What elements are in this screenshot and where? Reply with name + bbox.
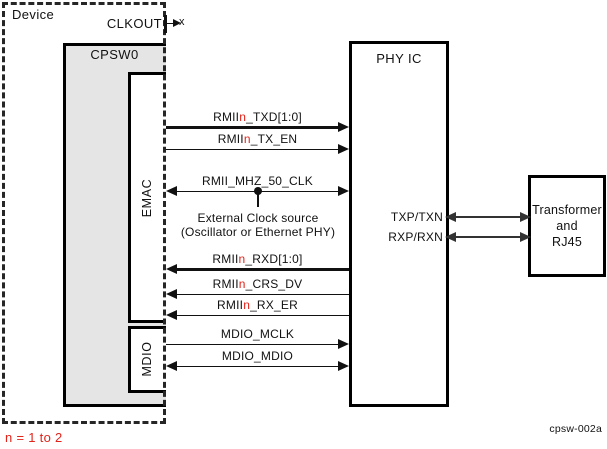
external-clock-note-line1: External Clock source bbox=[197, 211, 319, 225]
phy-ic-label: PHY IC bbox=[376, 51, 422, 66]
figure-id: cpsw-002a bbox=[549, 423, 602, 435]
emac-block-label: EMAC bbox=[140, 178, 154, 218]
transformer-line3: RJ45 bbox=[552, 235, 582, 249]
signal-index-accent: n bbox=[238, 277, 246, 291]
arrowhead-right-icon-rmii-mhz-50-clk bbox=[338, 186, 349, 196]
emac-block bbox=[128, 72, 166, 323]
link-line-rxp-rxn bbox=[448, 236, 528, 238]
device-boundary bbox=[2, 2, 166, 424]
link-line-txp-txn bbox=[448, 216, 528, 218]
link-arrowhead-left-icon-txp-txn bbox=[445, 212, 456, 222]
signal-label-rmii-mhz-50-clk: RMII_MHZ_50_CLK bbox=[201, 174, 314, 188]
external-clock-note: External Clock source (Oscillator or Eth… bbox=[158, 211, 358, 239]
phy-ic-block bbox=[349, 41, 449, 407]
mdio-block bbox=[128, 326, 166, 393]
clkout-no-connect-marker: x bbox=[179, 16, 185, 28]
phy-port-label-rxp-rxn: RXP/RXN bbox=[388, 230, 443, 244]
arrowhead-left-icon-mdio-mdio bbox=[166, 361, 177, 371]
external-clock-note-line2: (Oscillator or Ethernet PHY) bbox=[180, 225, 336, 239]
mdio-block-label: MDIO bbox=[140, 341, 154, 377]
clkout-wire bbox=[167, 23, 175, 24]
signal-label-rmiin-rx-er: RMIIn_RX_ER bbox=[217, 298, 298, 312]
link-arrowhead-left-icon-rxp-rxn bbox=[445, 232, 456, 242]
signal-line-rmiin-crs-dv bbox=[175, 294, 349, 295]
signal-line-mdio-mclk bbox=[166, 344, 340, 345]
device-label: Device bbox=[12, 7, 55, 22]
transformer-rj45-label: Transformer and RJ45 bbox=[532, 202, 602, 250]
signal-label-rmiin-txd-1-0: RMIIn_TXD[1:0] bbox=[213, 110, 302, 124]
arrowhead-left-icon-rmii-mhz-50-clk bbox=[166, 186, 177, 196]
clock-tap-stem bbox=[257, 191, 259, 207]
clkout-port-bar bbox=[164, 15, 167, 33]
transformer-line1: Transformer bbox=[532, 203, 602, 217]
transformer-line2: and bbox=[556, 219, 578, 233]
signal-label-rmiin-tx-en: RMIIn_TX_EN bbox=[217, 132, 298, 146]
signal-index-accent: n bbox=[243, 132, 251, 146]
signal-index-accent: n bbox=[243, 298, 251, 312]
signal-line-rmiin-rx-er bbox=[175, 315, 349, 316]
arrowhead-left-icon-rmiin-rx-er bbox=[166, 310, 177, 320]
arrowhead-left-icon-rmiin-crs-dv bbox=[166, 289, 177, 299]
clkout-label: CLKOUT bbox=[106, 16, 162, 31]
phy-port-label-txp-txn: TXP/TXN bbox=[390, 210, 443, 224]
arrowhead-left-icon-rmiin-rxd-1-0 bbox=[166, 264, 177, 274]
signal-label-mdio-mclk: MDIO_MCLK bbox=[220, 327, 295, 341]
cpsw0-block-label: CPSW0 bbox=[90, 47, 139, 62]
signal-line-rmiin-tx-en bbox=[166, 149, 340, 150]
signal-line-rmiin-txd-1-0 bbox=[166, 126, 340, 129]
signal-label-mdio-mdio: MDIO_MDIO bbox=[221, 349, 294, 363]
arrowhead-right-icon-rmiin-txd-1-0 bbox=[338, 122, 349, 132]
signal-index-accent: n bbox=[239, 110, 247, 124]
footnote-n-range: n = 1 to 2 bbox=[5, 430, 63, 445]
arrowhead-right-icon-mdio-mdio bbox=[338, 361, 349, 371]
clkout-arrowhead-icon bbox=[173, 19, 181, 27]
arrowhead-right-icon-mdio-mclk bbox=[338, 339, 349, 349]
arrowhead-right-icon-rmiin-tx-en bbox=[338, 144, 349, 154]
signal-label-rmiin-crs-dv: RMIIn_CRS_DV bbox=[212, 277, 303, 291]
signal-line-mdio-mdio bbox=[175, 366, 340, 367]
transformer-rj45-block: Transformer and RJ45 bbox=[528, 175, 606, 277]
link-arrowhead-right-icon-txp-txn bbox=[520, 212, 531, 222]
signal-line-rmiin-rxd-1-0 bbox=[175, 268, 349, 271]
link-arrowhead-right-icon-rxp-rxn bbox=[520, 232, 531, 242]
signal-index-accent: n bbox=[238, 252, 246, 266]
signal-label-rmiin-rxd-1-0: RMIIn_RXD[1:0] bbox=[212, 252, 303, 266]
